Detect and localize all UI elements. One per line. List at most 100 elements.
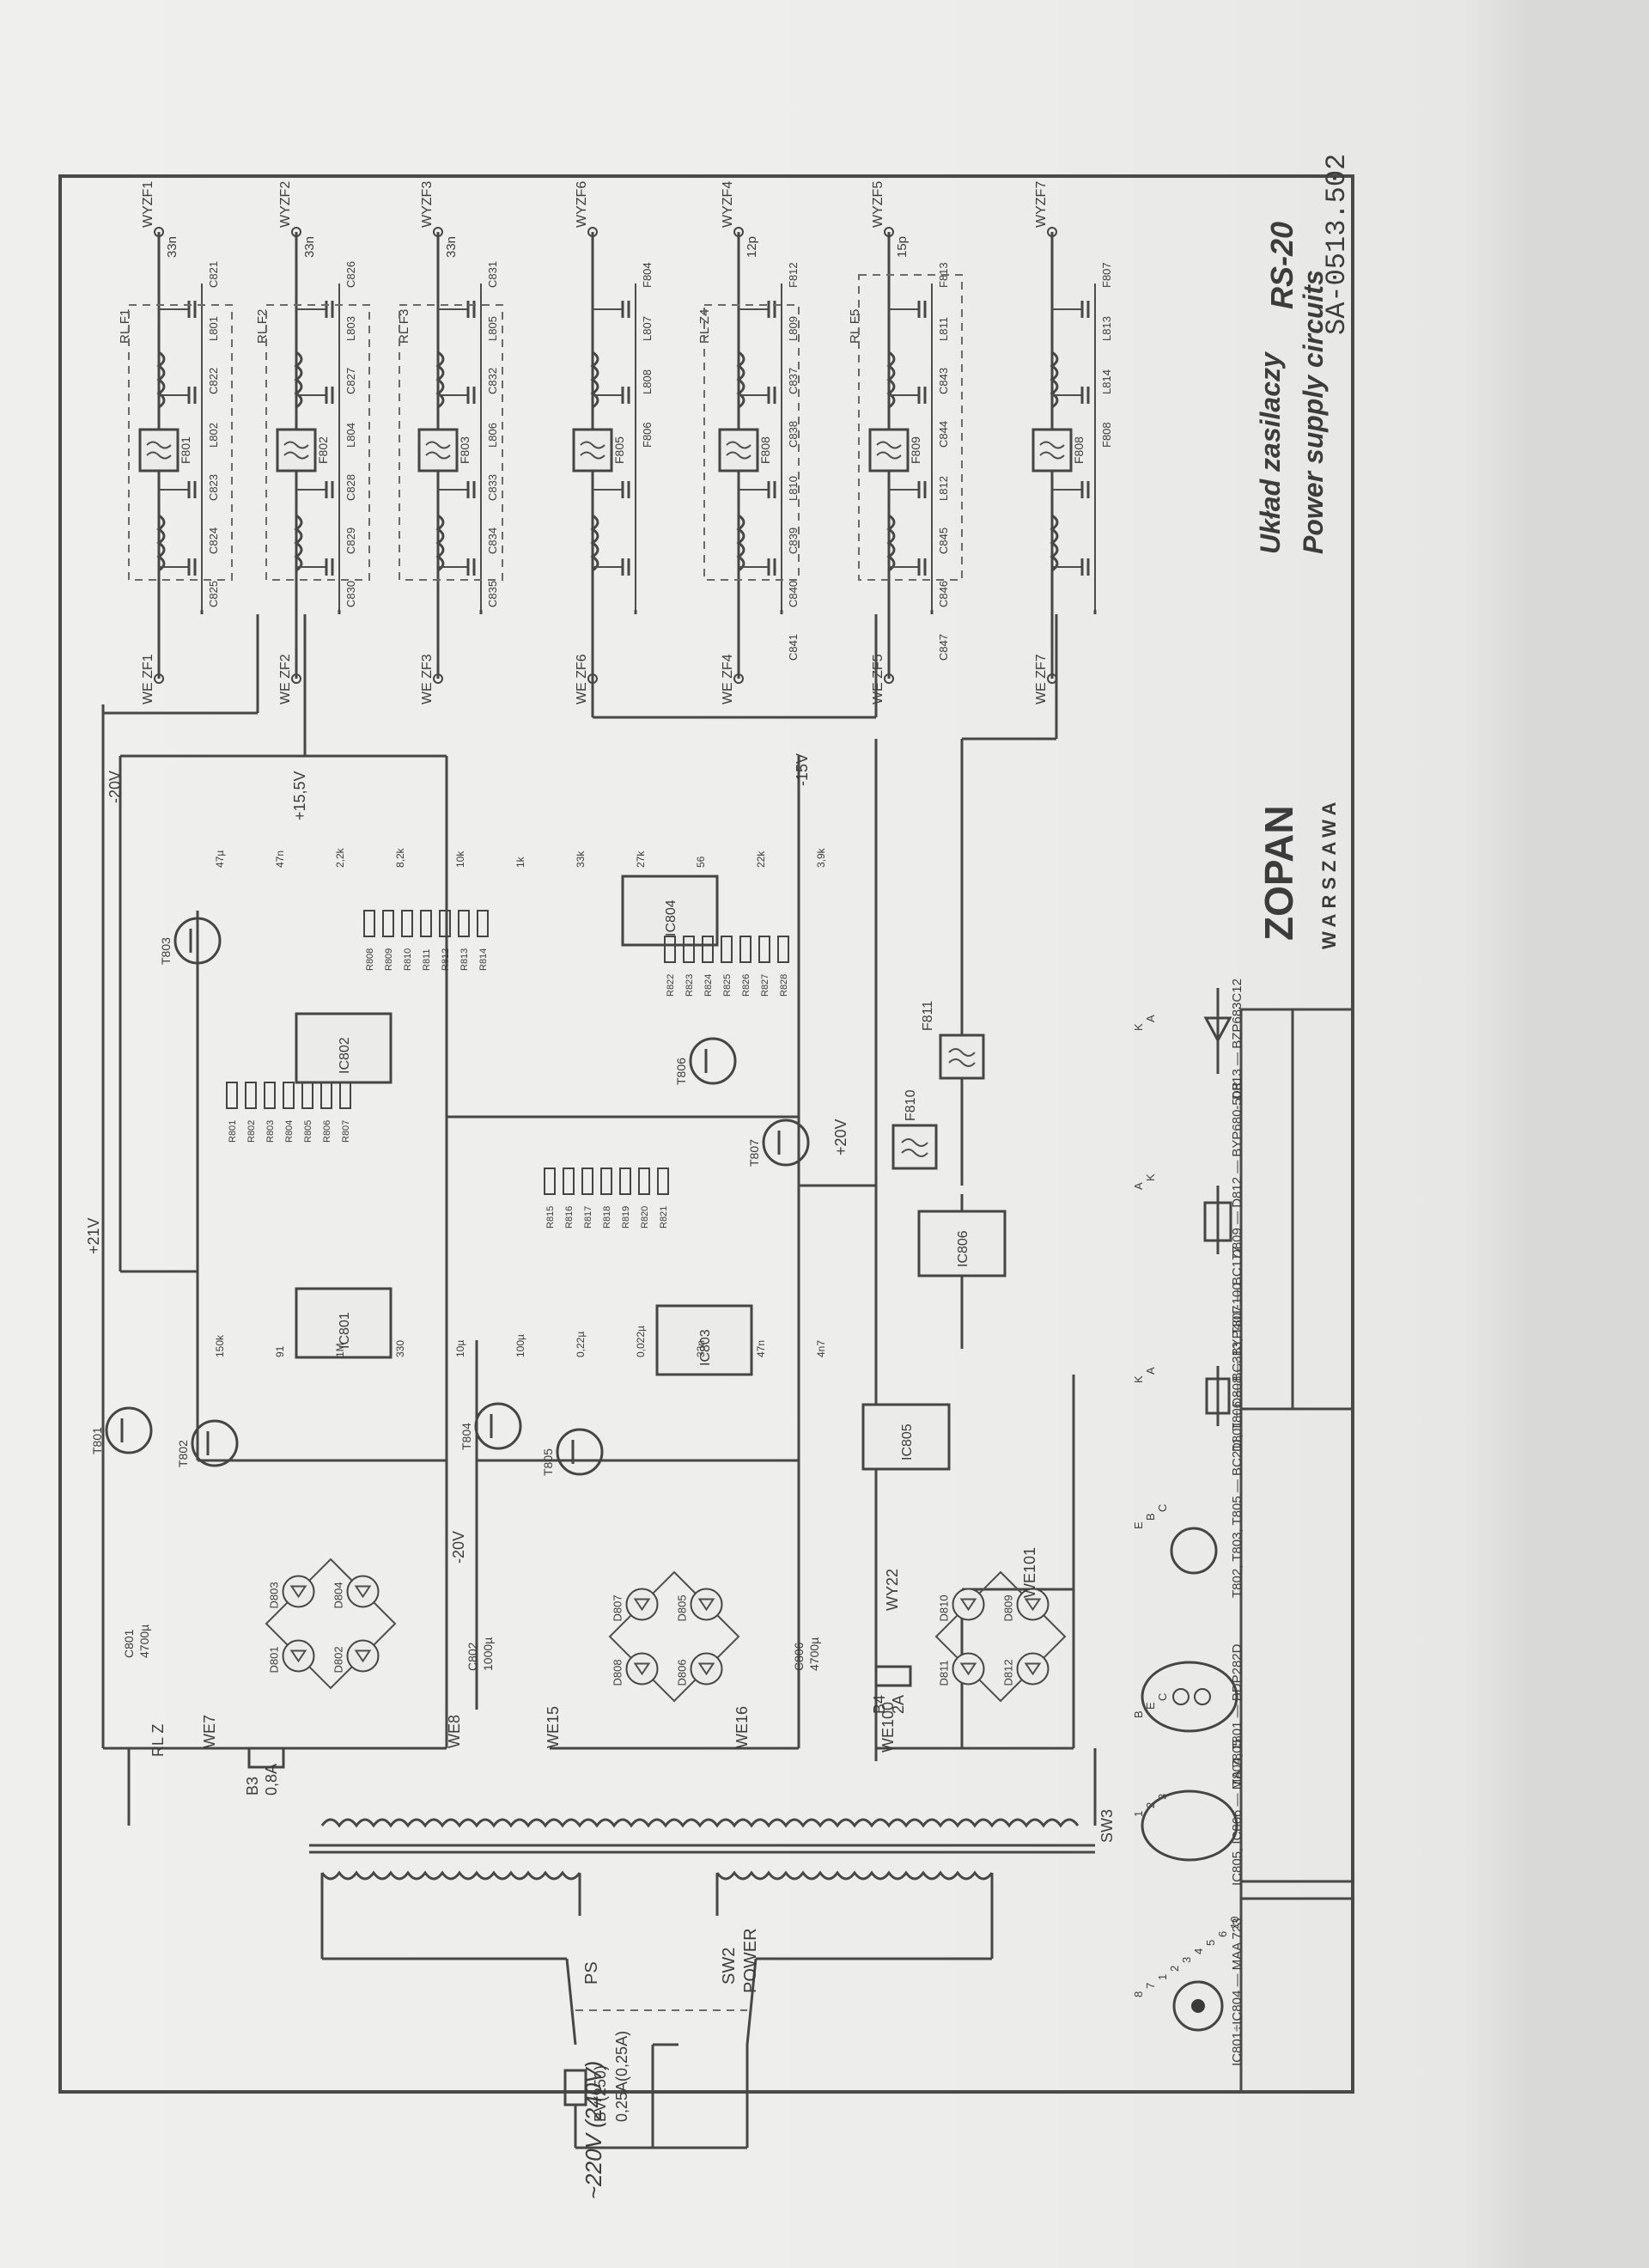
- diode-symbol: [697, 1598, 715, 1612]
- diode-symbol: [633, 1662, 651, 1676]
- component-value: 91: [274, 1345, 286, 1357]
- resistor-ref: R809: [384, 948, 394, 971]
- part-ref: L812: [937, 476, 950, 501]
- input-terminal: [291, 674, 301, 684]
- resistor-ref: R822: [666, 974, 676, 997]
- diode: [282, 1575, 315, 1608]
- transistor-body: [474, 1402, 522, 1450]
- rail-wires: [101, 614, 1075, 1761]
- resistor-ref: R808: [365, 948, 375, 971]
- part-ref: C831: [486, 261, 499, 288]
- filter-box-ref: F808: [758, 436, 772, 464]
- part-ref: L809: [787, 316, 800, 341]
- chain-cap-value: 12p: [745, 236, 759, 258]
- resistor-r801: R801: [226, 1082, 238, 1143]
- transistor-t803: T803: [159, 917, 222, 965]
- diode: [282, 1639, 315, 1673]
- resistor-body: [420, 910, 432, 937]
- legend-pin: C: [1156, 1504, 1169, 1512]
- component-value: 1M: [334, 1343, 346, 1357]
- component-value: 47n: [274, 850, 286, 868]
- component-value: 100µ: [514, 1334, 526, 1357]
- filter-box-ref: F808: [1072, 436, 1086, 464]
- output-terminal: [291, 227, 301, 237]
- part-ref: F807: [1100, 262, 1113, 288]
- diode-symbol: [1024, 1598, 1042, 1612]
- resistor-body: [683, 936, 695, 963]
- inductor: [294, 514, 303, 572]
- resistor-r823: R823: [683, 936, 695, 997]
- fuse-rating: 0,25A(0,25A): [613, 2031, 630, 2122]
- part-ref: F812: [787, 262, 800, 288]
- filter-symbol: [1039, 441, 1065, 460]
- resistor-body: [382, 910, 394, 937]
- resistor-ref: R806: [322, 1120, 332, 1143]
- resistor-ref: R803: [265, 1120, 276, 1143]
- chain-output-label: WYZF3: [420, 181, 435, 228]
- part-ref: L802: [207, 423, 220, 448]
- part-ref: L813: [1100, 316, 1113, 341]
- diode-symbol: [1024, 1662, 1042, 1676]
- filter-box: [276, 428, 317, 472]
- ic-ref: IC804: [664, 899, 678, 936]
- resistor-body: [702, 936, 714, 963]
- transistor-body: [689, 1037, 737, 1085]
- part-ref: C824: [207, 527, 220, 554]
- resistor-ref: R823: [685, 974, 695, 997]
- company-name: ZOPAN: [1257, 805, 1301, 941]
- inductor: [886, 351, 896, 409]
- chain-input-label: WE ZF2: [278, 654, 293, 704]
- input-terminal: [884, 674, 894, 684]
- rail-plus21: +21V: [85, 1217, 102, 1254]
- resistor-r817: R817: [581, 1168, 593, 1228]
- output-terminal: [433, 227, 443, 237]
- diode-ref: D811: [938, 1660, 951, 1686]
- ic-ref: IC806: [956, 1230, 971, 1267]
- transistor-ref: T803: [159, 937, 173, 965]
- chain-filter-label: RL F3: [397, 309, 411, 344]
- legend-entry-4: T802, T803, T805 — BC211, T806 — BC313, …: [1132, 1246, 1244, 1598]
- resistor-ref: R818: [602, 1206, 612, 1228]
- resistor-body: [664, 936, 676, 963]
- resistor-body: [339, 1082, 351, 1109]
- switch-ref: PS: [582, 1961, 601, 1984]
- filter-box: [868, 428, 910, 472]
- chain-output-label: WYZF5: [871, 181, 885, 228]
- rail-minus20b: -20V: [450, 1531, 467, 1564]
- inductor: [1050, 514, 1059, 572]
- resistor-ref: R816: [564, 1206, 575, 1228]
- resistor-r828: R828: [777, 936, 789, 997]
- chain-output-label: WYZF1: [141, 181, 155, 228]
- legend-pin: 6: [1216, 1931, 1229, 1937]
- transistor-ref: T807: [747, 1139, 761, 1167]
- output-terminal: [733, 227, 744, 237]
- power-label: POWER: [741, 1928, 760, 1993]
- filter-box: [417, 428, 459, 472]
- diode: [952, 1652, 985, 1686]
- diode-symbol: [633, 1598, 651, 1612]
- resistor-body: [544, 1168, 556, 1195]
- component-value: 3,9k: [815, 847, 827, 868]
- resistor-body: [721, 936, 733, 963]
- resistor-ref: R813: [459, 948, 470, 971]
- legend-pin: 3: [1180, 1957, 1193, 1963]
- resistor-r809: R809: [382, 910, 394, 971]
- part-ref: C845: [937, 527, 950, 554]
- ic-body: [861, 1403, 951, 1471]
- resistor-ref: R826: [741, 974, 751, 997]
- transistor-t802: T802: [176, 1419, 239, 1467]
- legend-pin: B: [1132, 1710, 1145, 1718]
- part-ref: C829: [344, 527, 357, 554]
- filter-cap-value: 4700µ: [137, 1625, 151, 1658]
- legend-parts: T802, T803, T805 — BC211, T806 — BC313, …: [1230, 1246, 1244, 1598]
- output-terminal: [154, 227, 164, 237]
- transistor-body: [105, 1406, 153, 1454]
- resistor-body: [563, 1168, 575, 1195]
- resistor-ref: R802: [246, 1120, 257, 1143]
